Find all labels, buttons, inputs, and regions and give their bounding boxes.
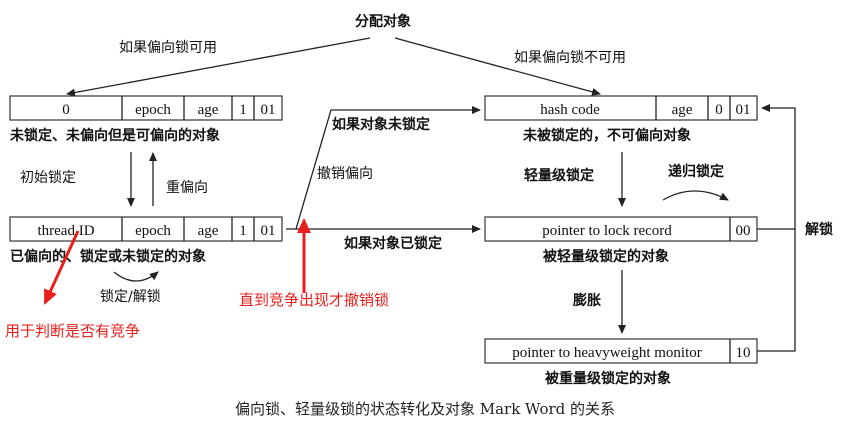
cell-lock-bits: 01 <box>261 223 276 239</box>
box-biased-caption: 已偏向的、锁定或未锁定的对象 <box>10 248 206 265</box>
cell-biased-bit: 1 <box>239 102 247 118</box>
box-unlocked-biasable-caption: 未锁定、未偏向但是可偏向的对象 <box>10 127 220 144</box>
cell-biased-bit: 1 <box>239 223 247 239</box>
cell-age: age <box>198 223 219 239</box>
cell-pointer-heavyweight-monitor: pointer to heavyweight monitor <box>512 345 702 361</box>
cell-age: age <box>672 102 693 118</box>
branch-left-label: 如果偏向锁可用 <box>119 40 217 56</box>
revoke-bias-label: 撤销偏向 <box>317 166 373 182</box>
red-annotation-arrow-thread-id <box>43 230 80 305</box>
if-obj-locked-label: 如果对象已锁定 <box>344 235 442 252</box>
cell-lock-bits: 10 <box>736 345 751 361</box>
box-unlocked-unbiasable-caption: 未被锁定的，不可偏向对象 <box>523 127 691 144</box>
unlock-label: 解锁 <box>805 221 833 238</box>
branch-right-label: 如果偏向锁不可用 <box>514 50 626 66</box>
cell-lock-bits: 01 <box>261 102 276 118</box>
cell-thread-id: thread ID <box>37 223 94 239</box>
cell-zero: 0 <box>62 102 70 118</box>
allocate-object-title: 分配对象 <box>355 13 411 30</box>
cell-epoch: epoch <box>135 102 171 118</box>
lightweight-lock-label: 轻量级锁定 <box>524 167 594 184</box>
box-biased: thread ID epoch age 1 01 <box>9 216 283 242</box>
box-unlocked-biasable: 0 epoch age 1 01 <box>9 95 283 121</box>
annotation-thread-id-usage: 用于判断是否有竞争 <box>5 322 140 340</box>
box-lightweight: pointer to lock record 00 <box>484 216 758 242</box>
unlock-return-arrow <box>757 104 796 352</box>
if-obj-unlocked-label: 如果对象未锁定 <box>332 116 430 133</box>
cell-age: age <box>198 102 219 118</box>
branch-right-arrow <box>394 37 601 96</box>
box-heavyweight-caption: 被重量级锁定的对象 <box>545 370 671 387</box>
box-lightweight-caption: 被轻量级锁定的对象 <box>543 248 669 265</box>
annotation-revoke-on-contention: 直到竞争出现才撤销锁 <box>239 291 389 309</box>
recursive-lock-label: 递归锁定 <box>668 163 724 180</box>
rebias-label: 重偏向 <box>166 180 208 196</box>
cell-lock-bits: 01 <box>736 102 751 118</box>
cell-hash-code: hash code <box>540 102 600 118</box>
lock-unlock-curve-arrow <box>113 271 159 282</box>
cell-lock-bits: 00 <box>736 223 751 239</box>
revoke-bias-arrow <box>286 106 481 230</box>
cell-epoch: epoch <box>135 223 171 239</box>
inflate-label: 膨胀 <box>573 292 601 309</box>
box-heavyweight: pointer to heavyweight monitor 10 <box>484 338 758 364</box>
box-unlocked-unbiasable: hash code age 0 01 <box>484 95 758 121</box>
init-lock-label: 初始锁定 <box>20 169 76 186</box>
cell-biased-bit: 0 <box>715 102 723 118</box>
cell-pointer-lock-record: pointer to lock record <box>542 223 672 239</box>
figure-caption: 偏向锁、轻量级锁的状态转化及对象 Mark Word 的关系 <box>235 400 615 418</box>
branch-left-arrow <box>66 37 371 97</box>
lock-unlock-label: 锁定/解锁 <box>100 289 161 305</box>
recursive-lock-curve-arrow <box>662 190 729 201</box>
